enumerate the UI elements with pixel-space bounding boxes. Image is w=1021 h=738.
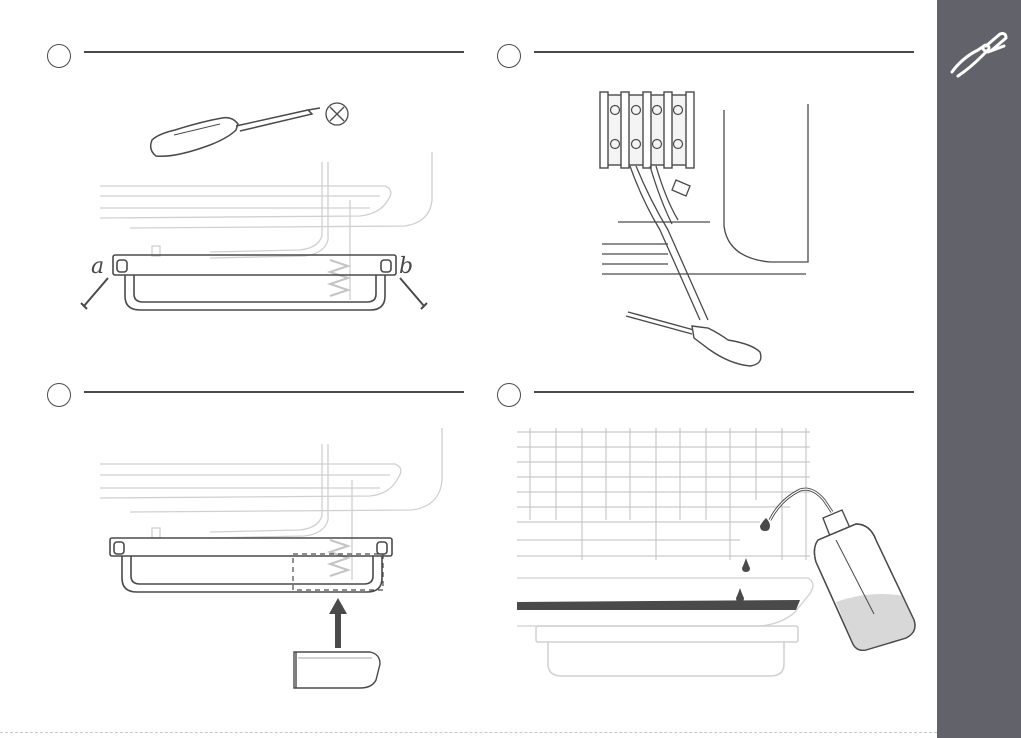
drop-icon [736,518,770,602]
page-bottom-guide [0,732,937,733]
pliers-icon [948,28,1010,80]
chapter-side-tab [937,0,1021,738]
step-4-illustration [0,0,940,738]
